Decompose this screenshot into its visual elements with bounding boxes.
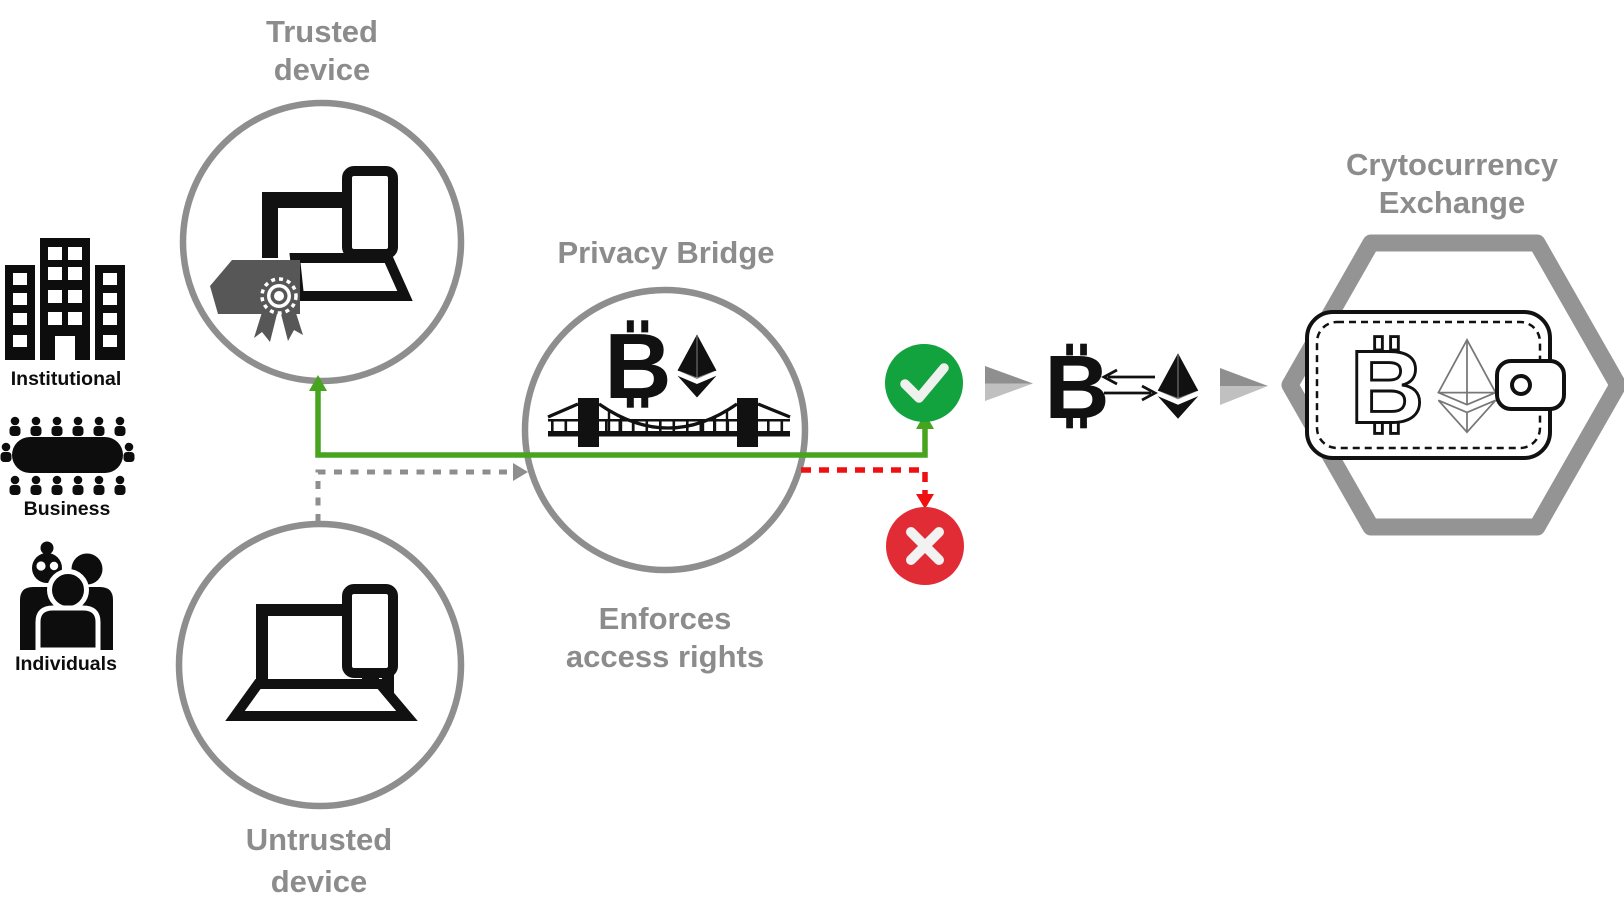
phone-icon — [342, 166, 398, 259]
trusted-device-label-line1: Trusted — [266, 14, 378, 49]
bitcoin-icon — [1044, 337, 1110, 438]
user-group-business: Business — [0, 416, 135, 520]
ethereum-outline-icon — [1437, 337, 1497, 434]
laptop-phone-icon — [225, 584, 418, 721]
arrow-right-to-bridge — [513, 463, 528, 481]
arrow-triangle-left-icon — [985, 366, 1033, 401]
ethereum-icon — [1157, 352, 1199, 420]
keyboard-base — [289, 253, 413, 301]
privacy-bridge-node: Privacy Bridge Enforces access rights — [521, 235, 809, 674]
conference-table — [12, 437, 123, 473]
certified-computer-icon — [210, 166, 413, 342]
business-label: Business — [24, 498, 111, 520]
arrow-triangle-right-icon — [1220, 368, 1268, 405]
user-group-institutional: Institutional — [5, 238, 125, 390]
x-icon — [906, 527, 944, 565]
ribbon-left — [254, 309, 277, 342]
trusted-device-label-line2: device — [274, 52, 371, 87]
phone-icon — [342, 584, 398, 678]
laptop-base — [225, 679, 418, 721]
untrusted-device-label-line1: Untrusted — [246, 822, 392, 857]
exchange-node: Crytocurrency Exchange — [1281, 147, 1624, 536]
trusted-device-node: Trusted device — [179, 14, 465, 385]
building-icon — [5, 238, 125, 360]
bridge-caption-line1: Enforces — [599, 601, 732, 636]
people-group-icon — [20, 541, 113, 653]
approved-icon — [885, 344, 963, 422]
untrusted-device-node: Untrusted device — [175, 520, 465, 899]
exchange-label-line1: Crytocurrency — [1346, 147, 1559, 182]
ribbon-right — [281, 310, 303, 341]
check-icon — [900, 363, 949, 403]
exchange-label-line2: Exchange — [1379, 185, 1525, 220]
individuals-label: Individuals — [15, 653, 117, 675]
arrow-up-to-trusted — [309, 375, 327, 391]
meeting-table-icon — [0, 416, 135, 495]
untrusted-flow-line — [315, 463, 528, 522]
certificate-icon — [210, 260, 303, 342]
rejected-icon — [886, 507, 964, 585]
bitcoin-outline-icon — [1348, 328, 1426, 447]
trusted-device-circle — [179, 99, 465, 385]
user-group-individuals: Individuals — [15, 541, 117, 675]
exchange-arrows-icon — [1101, 368, 1158, 402]
institutional-label: Institutional — [11, 368, 122, 390]
bitcoin-icon — [604, 313, 672, 418]
monitor-icon — [262, 192, 350, 258]
wallet-clasp-button — [1510, 374, 1532, 396]
untrusted-device-label-line2: device — [271, 864, 368, 899]
swap-icon — [1044, 337, 1199, 438]
suspension-bridge-icon — [547, 398, 791, 447]
crypto-wallet-icon — [1305, 310, 1566, 460]
bridge-caption-line2: access rights — [566, 639, 764, 674]
rejected-flow-line — [801, 467, 934, 509]
arrow-down-to-rejected — [916, 494, 934, 509]
table-people — [0, 416, 135, 495]
privacy-bridge-title: Privacy Bridge — [557, 235, 774, 270]
privacy-bridge-circle — [521, 286, 809, 574]
